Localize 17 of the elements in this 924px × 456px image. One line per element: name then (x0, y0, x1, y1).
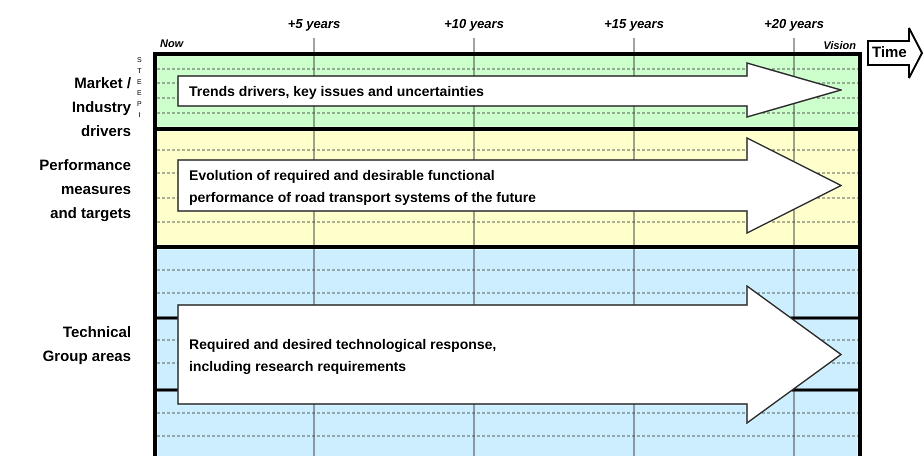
arrow-shape (177, 285, 842, 424)
time-label: Time (872, 43, 907, 63)
arrow-text: Trends drivers, key issues and uncertainties (189, 82, 484, 101)
timeline-marker: Now (160, 38, 184, 50)
row-heading: Market / Industry drivers (70, 74, 131, 142)
timeline-label: +5 years (288, 16, 340, 31)
arrow-text: Required and desired technological response, including research requirements (189, 334, 498, 376)
row-heading: Performance measures and targets (38, 156, 131, 224)
timeline-marker: Vision (823, 40, 856, 52)
timeline-label: +15 years (604, 16, 664, 31)
time-arrow (867, 27, 923, 79)
arrow-shape (177, 137, 842, 234)
arrow-text: Evolution of required and desirable functional performance of road transport systems of the future (189, 166, 537, 207)
arrow-shape (177, 62, 842, 118)
timeline-label: +20 years (764, 16, 824, 31)
row-heading: Technical Group areas (42, 323, 131, 367)
timeline-label: +10 years (444, 16, 504, 31)
